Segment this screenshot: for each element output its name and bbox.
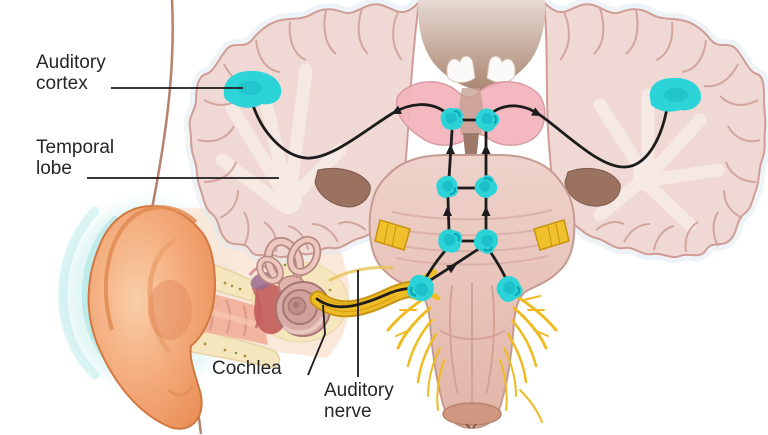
- relay-node-thalamus-left: [439, 107, 464, 131]
- lateral-ventricles: [446, 55, 516, 83]
- outer-ear-pinna: [87, 205, 216, 430]
- left-hemisphere: [188, 0, 421, 259]
- auditory-cortex-highlight-right: [649, 77, 702, 112]
- label-cochlea: Cochlea: [212, 358, 282, 379]
- ear-cross-section: [87, 205, 441, 430]
- left-lateral-fissure: [314, 167, 371, 208]
- right-lateral-fissure: [564, 168, 621, 207]
- relay-nodes: [223, 70, 702, 307]
- brainstem: [368, 154, 576, 430]
- label-leader-lines: [87, 87, 359, 377]
- brain-coronal-section: [183, 0, 768, 430]
- medial-brown-region: [417, 0, 546, 91]
- leader-cochlea: [307, 304, 326, 376]
- spinal-cord-cut-end: [442, 402, 502, 426]
- cranial-nerve-stubs: [374, 219, 570, 251]
- label-auditory-nerve: Auditory nerve: [324, 380, 394, 422]
- right-hemisphere: [542, 0, 767, 259]
- label-temporal-lobe: Temporal lobe: [36, 137, 115, 179]
- label-auditory-cortex: Auditory cortex: [36, 52, 106, 94]
- auditory-cortex-highlight-left: [223, 70, 282, 108]
